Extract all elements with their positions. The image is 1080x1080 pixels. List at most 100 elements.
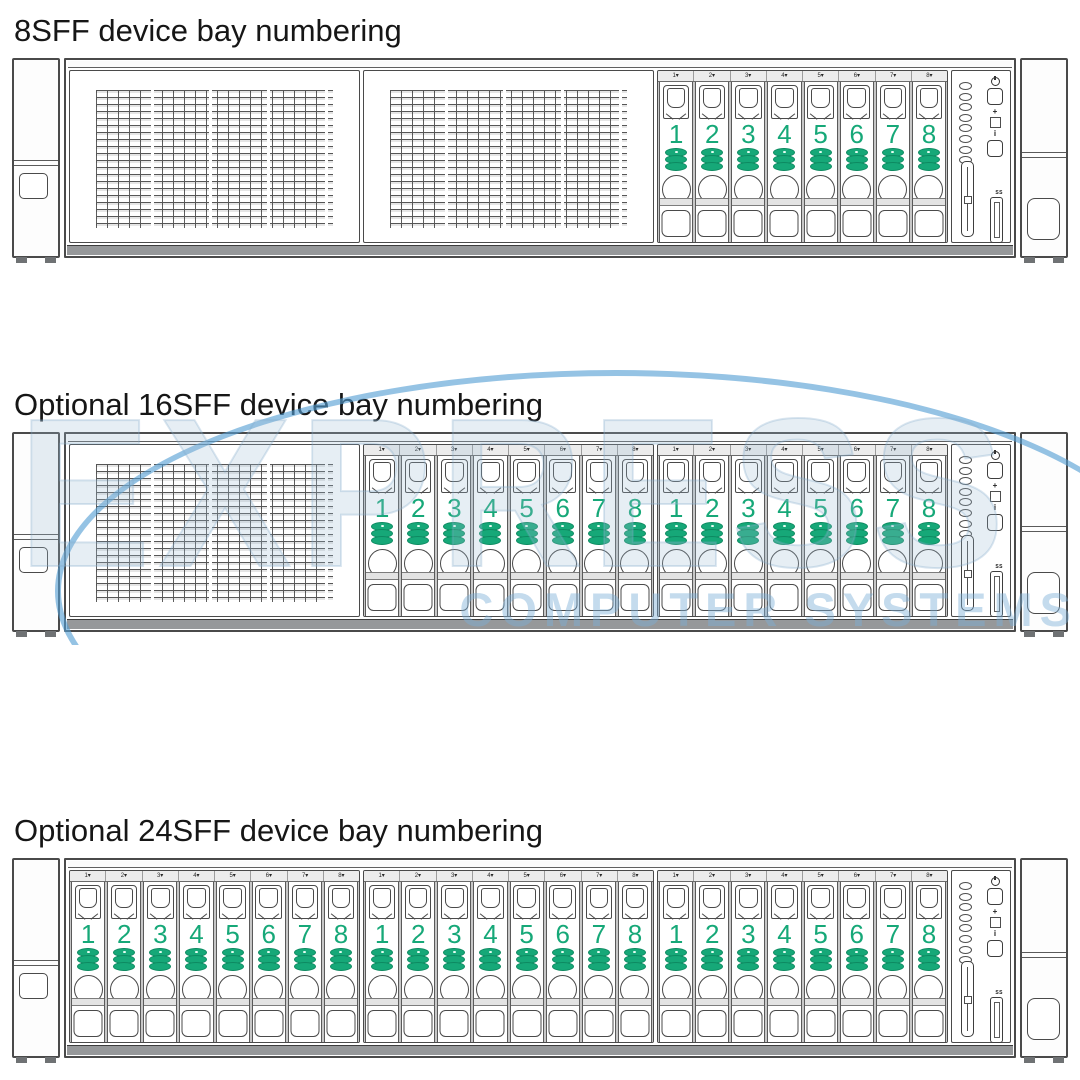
disk-stack-icon <box>371 948 394 971</box>
drive-label-pad <box>548 1010 578 1037</box>
drive-latch-handle <box>735 885 762 919</box>
bay-top-label: 4▾ <box>473 871 509 881</box>
drive-label-pad <box>512 584 542 611</box>
drive-latch-handle <box>698 85 726 119</box>
drive-latch-window <box>553 888 572 908</box>
thumbscrew <box>19 973 48 999</box>
drive-latch-window <box>481 888 500 908</box>
front-control-panel: + i SS <box>951 870 1011 1043</box>
disk-stack-icon <box>881 148 904 171</box>
drive-bay: 1 <box>365 456 400 616</box>
status-led <box>959 924 972 933</box>
drive-label-pad <box>769 584 799 611</box>
bay-top-label: 1▾ <box>658 71 695 81</box>
drive-latch-window <box>702 88 722 108</box>
drive-latch-window <box>883 88 903 108</box>
drive-latch-window <box>408 888 428 908</box>
drive-bay: 2 <box>695 456 730 616</box>
bay-top-label: 2▾ <box>694 71 731 81</box>
bay-rail <box>696 572 729 580</box>
chassis-bottom-band <box>67 1045 1013 1055</box>
drive-latch-window <box>775 88 794 108</box>
ear-divider <box>14 160 58 166</box>
disk-stack-icon <box>701 522 724 545</box>
disk-stack-icon <box>329 948 352 971</box>
bay-number: 3 <box>741 919 756 949</box>
drive-bay: 1 <box>365 882 400 1042</box>
drive-bay: 1 <box>659 882 694 1042</box>
disk-stack-icon <box>113 948 136 971</box>
figure-title: 8SFF device bay numbering <box>14 13 402 48</box>
status-led <box>959 82 972 90</box>
bay-number: 3 <box>741 493 756 523</box>
drive-latch-handle <box>771 459 798 493</box>
bay-top-label: 3▾ <box>437 445 473 455</box>
drive-latch-handle <box>879 85 907 119</box>
bay-rail <box>840 572 873 580</box>
drive-latch-window <box>702 888 722 908</box>
drive-bay: 6 <box>251 882 286 1042</box>
bay-number: 7 <box>885 919 901 949</box>
bay-top-label: 3▾ <box>731 871 767 881</box>
drive-latch-window <box>445 462 464 482</box>
drive-latch-window <box>847 88 866 108</box>
drive-latch-handle <box>807 85 834 119</box>
drive-bay: 8 <box>617 456 652 616</box>
nic-status-icon <box>989 917 1001 928</box>
bay-number: 4 <box>483 493 498 523</box>
disk-stack-icon <box>917 948 940 971</box>
bay-number: 1 <box>374 493 390 523</box>
disk-stack-icon <box>479 522 502 545</box>
bay-top-label: 3▾ <box>731 445 767 455</box>
drive-latch-handle <box>662 85 690 119</box>
bay-rail <box>438 998 471 1006</box>
status-led <box>959 103 972 112</box>
disk-stack-icon <box>443 948 466 971</box>
drive-latch-window <box>445 888 464 908</box>
disk-stack-icon <box>845 522 868 545</box>
module-row: 1▾2▾3▾4▾5▾6▾7▾8▾ 1 2 3 <box>69 70 1011 243</box>
disk-stack-icon <box>665 148 688 171</box>
drive-bay: 5 <box>509 882 544 1042</box>
disk-stack-icon <box>185 948 208 971</box>
drive-latch-handle <box>662 885 690 919</box>
drive-latch-handle <box>477 885 504 919</box>
drive-latch-window <box>589 888 609 908</box>
drive-bay: 7 <box>581 456 616 616</box>
bay-rail <box>876 998 909 1006</box>
bay-top-label: 5▾ <box>215 871 252 881</box>
drive-latch-handle <box>807 459 834 493</box>
drive-latch-handle <box>735 85 762 119</box>
disk-stack-icon <box>665 522 688 545</box>
drive-latch-window <box>223 888 242 908</box>
drive-bay: 8 <box>617 882 652 1042</box>
chassis-bottom-band <box>67 619 1013 629</box>
led-column <box>959 82 972 167</box>
drive-bay: 7 <box>875 82 910 242</box>
drive-label-pad <box>733 210 763 237</box>
disk-stack-icon <box>371 522 394 545</box>
drive-latch-window <box>775 888 794 908</box>
disk-stack-icon <box>623 948 646 971</box>
usb-ss-icon: SS <box>995 190 1003 196</box>
bay-number: 5 <box>813 119 828 149</box>
disk-stack-icon <box>737 948 760 971</box>
disk-stack-icon <box>443 522 466 545</box>
drive-bay: 4 <box>179 882 214 1042</box>
bay-top-label: 5▾ <box>509 871 546 881</box>
bay-top-label: 5▾ <box>509 445 546 455</box>
bay-rail <box>618 572 651 580</box>
drive-cage: 1▾2▾3▾4▾5▾6▾7▾8▾ 1 2 3 <box>657 444 948 617</box>
bay-number: 8 <box>921 493 937 523</box>
status-led <box>959 456 972 464</box>
bay-rail <box>216 998 249 1006</box>
bay-rail <box>732 198 765 206</box>
bay-number: 5 <box>225 919 240 949</box>
bay-row: 1 2 3 <box>658 82 947 242</box>
bay-rail <box>582 572 615 580</box>
bay-top-label: 4▾ <box>767 71 803 81</box>
drive-label-pad <box>733 1010 763 1037</box>
drive-latch-window <box>919 888 939 908</box>
drive-latch-window <box>883 888 903 908</box>
bay-rail <box>474 998 507 1006</box>
